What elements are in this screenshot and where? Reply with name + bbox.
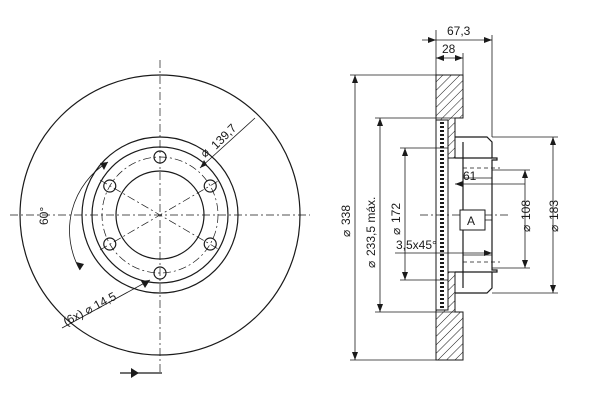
angle-arc xyxy=(69,161,109,271)
view-mark-arrow xyxy=(131,368,139,378)
side-view: 67,3 28 ⌀ 338 ⌀ 233,5 máx. ⌀ 172 61 xyxy=(339,24,561,361)
dia-172-label: 172 xyxy=(389,203,403,223)
dim-61-label: 61 xyxy=(463,169,477,183)
dia-233-symbol: ⌀ xyxy=(364,261,378,268)
diagonal-centerline-2 xyxy=(99,179,221,251)
dia-108-label: 108 xyxy=(519,200,533,220)
chamfer-label: 3,5x45° xyxy=(396,238,437,252)
width-disc-label: 28 xyxy=(442,42,456,56)
bolt-hole xyxy=(103,179,117,193)
bolt-hole xyxy=(103,237,117,251)
width-total-label: 67,3 xyxy=(447,24,471,38)
angle-label: 60° xyxy=(37,207,51,225)
dia-108-symbol: ⌀ xyxy=(519,225,533,232)
front-view: 60° ⌀ 139,7 (6x) ⌀ 14,5 xyxy=(10,60,310,378)
dia-172-symbol: ⌀ xyxy=(389,228,403,235)
dia-183-label: 183 xyxy=(547,200,561,220)
pcd-leader xyxy=(199,117,256,169)
dia-233-label: 233,5 máx. xyxy=(364,197,378,256)
dia-338-label: 338 xyxy=(339,205,353,225)
bolt-hole-label: (6x) ⌀ 14,5 xyxy=(61,289,119,329)
pcd-diameter-symbol: ⌀ xyxy=(197,145,212,160)
datum-label: A xyxy=(467,214,475,228)
dia-183-symbol: ⌀ xyxy=(547,225,561,232)
bolt-holes xyxy=(103,150,217,280)
dia-338-symbol: ⌀ xyxy=(339,230,353,237)
bolt-hole-leader xyxy=(61,279,151,329)
bolt-hole xyxy=(203,237,217,251)
bolt-hole xyxy=(203,179,217,193)
